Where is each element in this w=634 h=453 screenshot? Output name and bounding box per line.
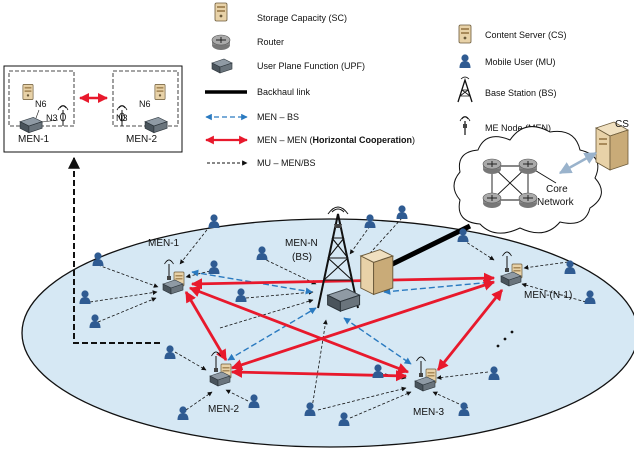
mobile-user-icon — [459, 54, 471, 68]
legend-men-label: ME Node (MEN) — [485, 123, 551, 133]
content-server — [595, 121, 629, 171]
cloud-network-label: Network — [537, 197, 575, 208]
legend-mu-label: Mobile User (MU) — [485, 57, 556, 67]
inset-box: N6 N3 N3 N6 MEN-1 MEN-2 — [3, 65, 183, 153]
inset-n3-right: N3 — [116, 113, 128, 123]
cloud-cs-link — [558, 151, 598, 175]
legend: Storage Capacity (SC) Router User Plane … — [205, 2, 567, 168]
inset-men2-label: MEN-2 — [126, 134, 158, 145]
legend-backhaul-label: Backhaul link — [257, 87, 311, 97]
men-1-label: MEN-1 — [148, 238, 180, 249]
legend-men-bs-label: MEN – BS — [257, 112, 299, 122]
legend-mu-men-bs-label: MU – MEN/BS — [257, 158, 316, 168]
legend-upf-label: User Plane Function (UPF) — [257, 61, 365, 71]
legend-men-men-label: MEN – MEN (Horizontal Cooperation) — [257, 135, 415, 145]
inset-n6-right: N6 — [139, 99, 151, 109]
coverage-ellipse — [21, 218, 634, 448]
cs-label: CS — [615, 119, 629, 130]
inset-n3-left: N3 — [46, 113, 58, 123]
cloud-core-label: Core — [546, 184, 568, 195]
men-3-label: MEN-3 — [413, 407, 445, 418]
inset-men1-label: MEN-1 — [18, 134, 50, 145]
me-node-icon — [459, 116, 471, 135]
upf-icon — [211, 58, 233, 74]
storage-capacity-icon — [214, 2, 228, 22]
content-server-icon — [458, 24, 472, 44]
base-station-icon — [457, 76, 473, 103]
men-n1-label: MEN-(N-1) — [524, 290, 572, 301]
ellipsis-dots — [496, 330, 514, 348]
router-icon — [211, 34, 231, 51]
legend-router-label: Router — [257, 37, 284, 47]
legend-cs-label: Content Server (CS) — [485, 30, 567, 40]
men-2-label: MEN-2 — [208, 404, 240, 415]
base-station-men-n — [317, 206, 359, 309]
men-n-bs-label: (BS) — [292, 252, 312, 263]
inset-n6-left: N6 — [35, 99, 47, 109]
core-network-cloud: Core Network — [453, 126, 602, 234]
legend-bs-label: Base Station (BS) — [485, 88, 557, 98]
bs-server — [359, 249, 395, 296]
men-n-label: MEN-N — [285, 238, 318, 249]
legend-sc-label: Storage Capacity (SC) — [257, 13, 347, 23]
inset-connector — [68, 156, 160, 344]
